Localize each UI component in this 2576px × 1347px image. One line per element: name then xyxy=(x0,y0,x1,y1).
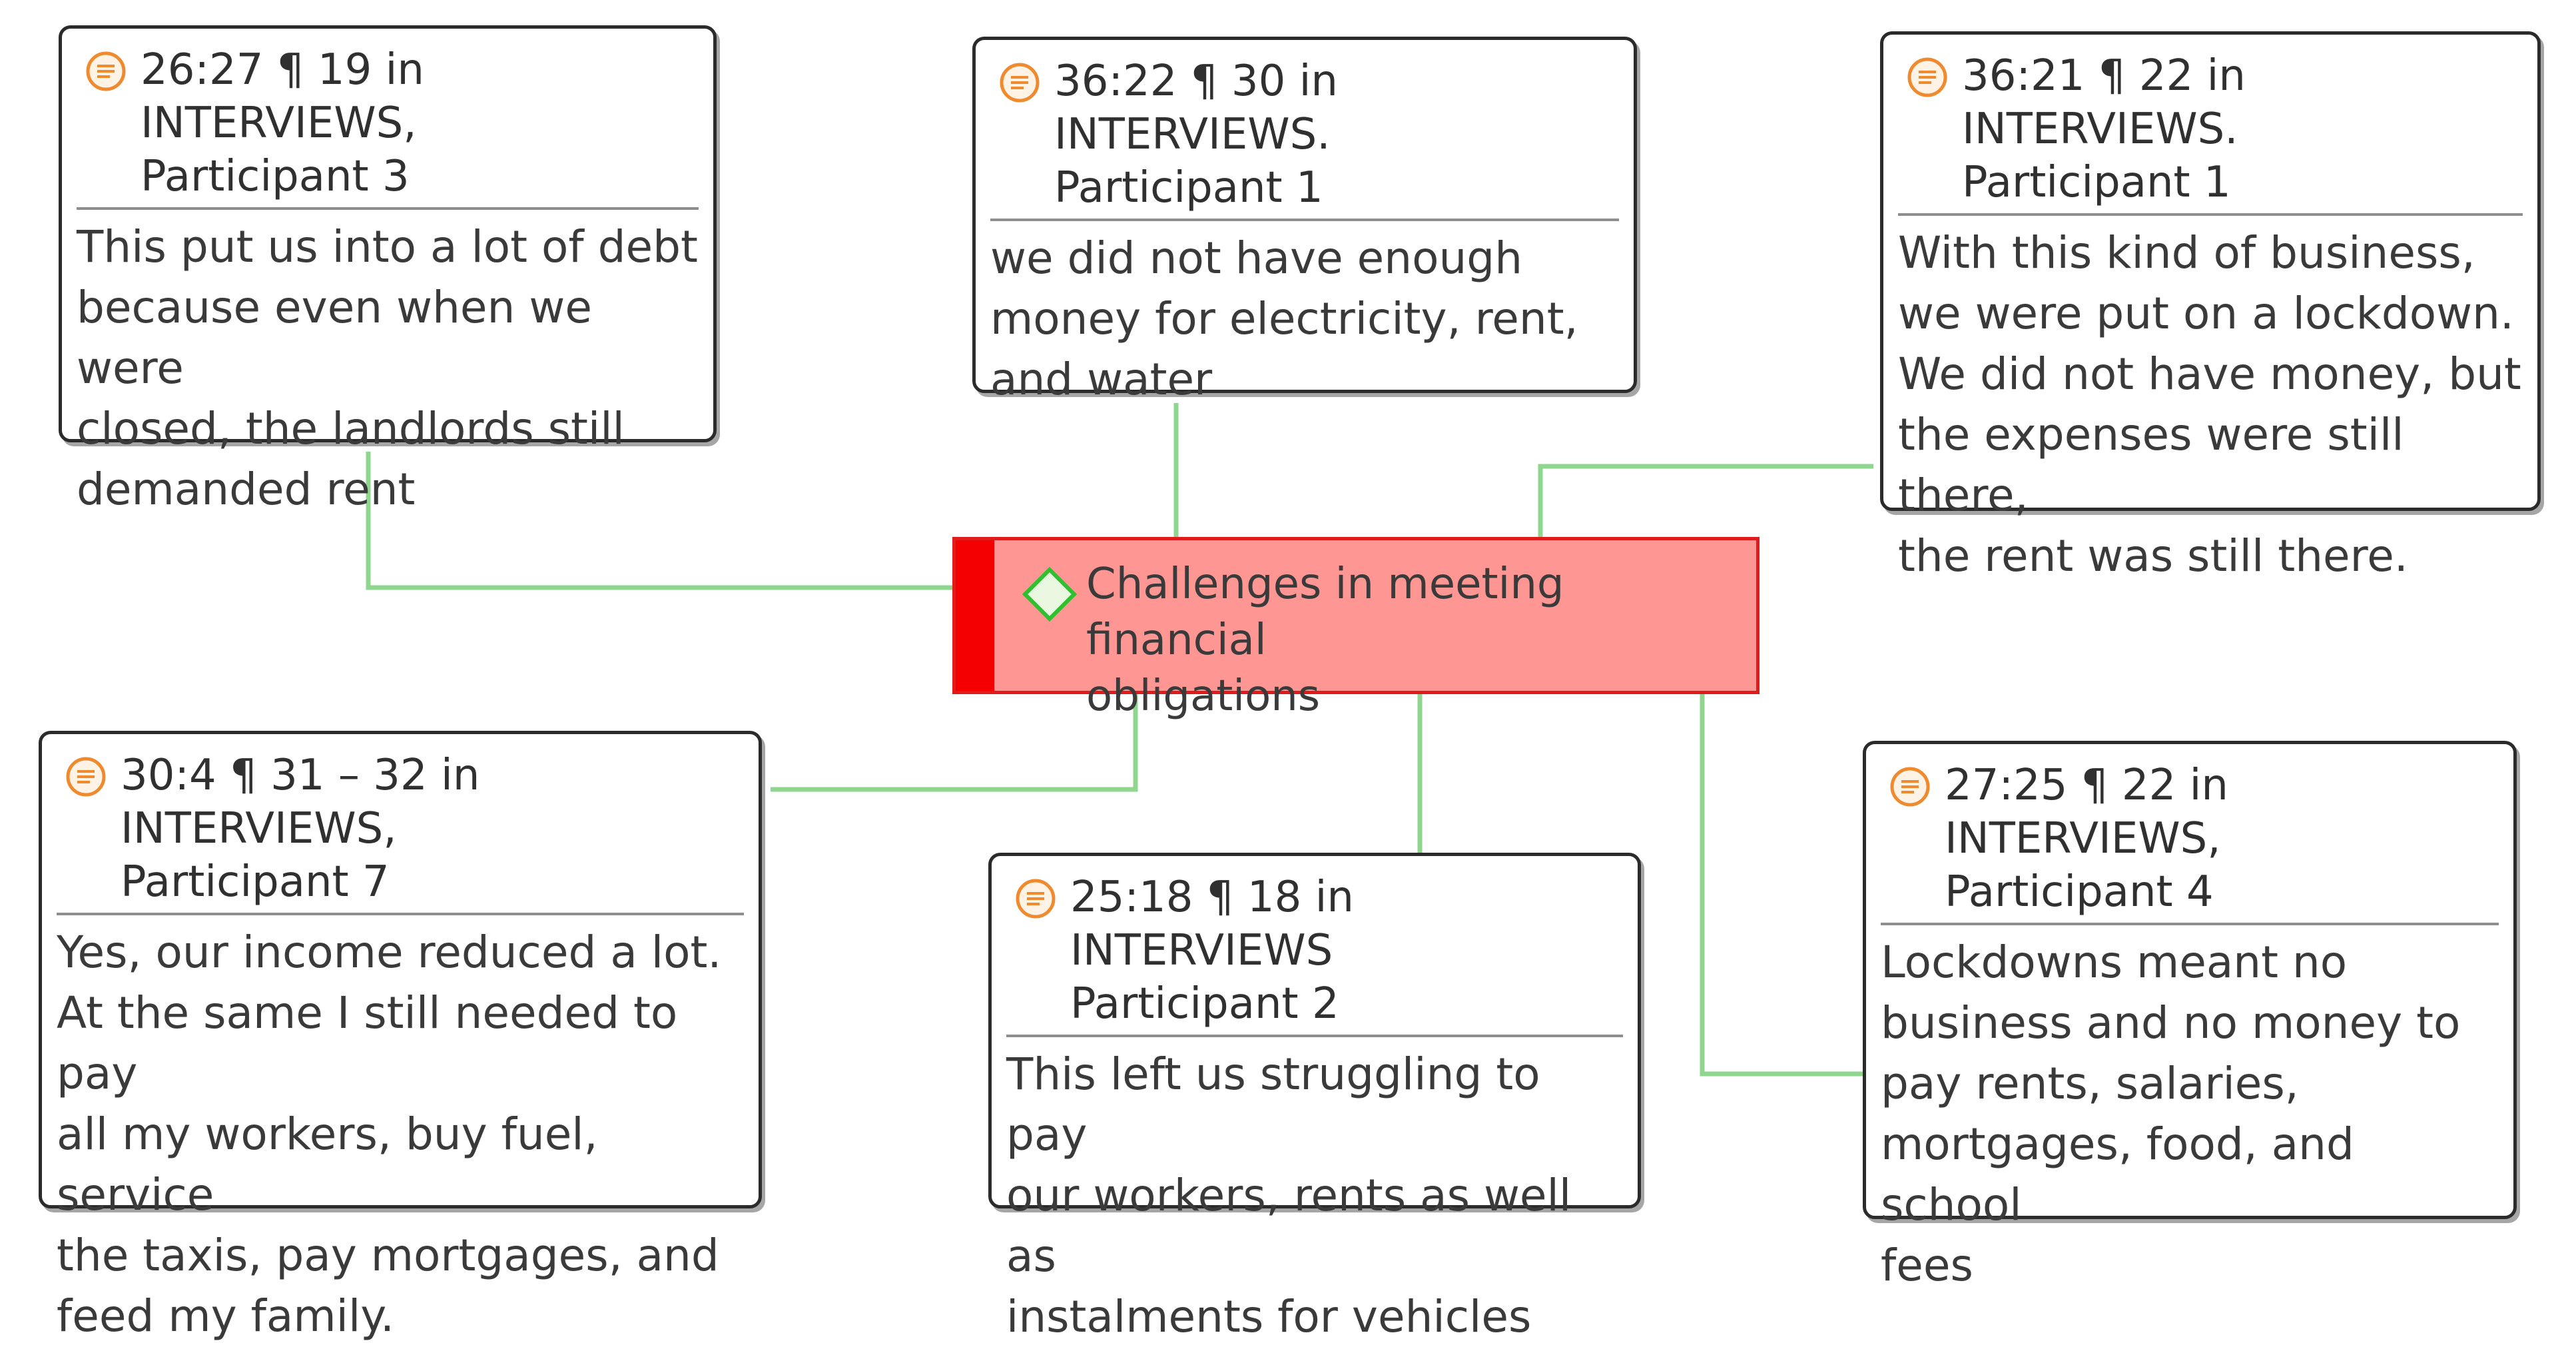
quotation-text: This put us into a lot of debt because e… xyxy=(77,217,699,520)
quotation-icon xyxy=(1016,879,1056,919)
quotation-text: Yes, our income reduced a lot. At the sa… xyxy=(57,922,744,1346)
quotation-id: 36:22 ¶ 30 in INTERVIEWS. xyxy=(1054,57,1338,159)
link-q1 xyxy=(366,452,952,590)
quotation-source: Participant 1 xyxy=(1054,163,1323,213)
quotation-text: This left us struggling to pay our worke… xyxy=(1006,1044,1623,1347)
quotation-icon xyxy=(86,51,126,91)
quotation-title: 36:22 ¶ 30 in INTERVIEWS. Participant 1 xyxy=(1054,55,1619,215)
quotation-source: Participant 1 xyxy=(1962,158,2231,207)
quotation-title: 25:18 ¶ 18 in INTERVIEWS Participant 2 xyxy=(1070,871,1623,1031)
quotation-line: and water xyxy=(990,354,1213,405)
quotation-header: 36:22 ¶ 30 in INTERVIEWS. Participant 1 xyxy=(990,55,1619,221)
quotation-line: Yes, our income reduced a lot. xyxy=(57,927,722,978)
quotation-header: 25:18 ¶ 18 in INTERVIEWS Participant 2 xyxy=(1006,871,1623,1037)
quotation-header: 36:21 ¶ 22 in INTERVIEWS. Participant 1 xyxy=(1898,49,2523,216)
quotation-line: we did not have enough xyxy=(990,232,1523,284)
quotation-icon xyxy=(66,757,106,797)
quotation-title: 26:27 ¶ 19 in INTERVIEWS, Participant 3 xyxy=(141,43,699,203)
link-q3 xyxy=(1538,464,1873,537)
quotation-icon xyxy=(1000,63,1040,103)
quotation-icon xyxy=(1890,767,1930,807)
quotation-id: 36:21 ¶ 22 in INTERVIEWS. xyxy=(1962,51,2246,154)
code-label-line: obligations xyxy=(1086,672,1321,721)
quotation-header: 30:4 ¶ 31 – 32 in INTERVIEWS, Participan… xyxy=(57,749,744,915)
quotation-text: we did not have enough money for electri… xyxy=(990,228,1619,410)
quotation-id: 26:27 ¶ 19 in INTERVIEWS, xyxy=(141,45,424,148)
quotation-text: Lockdowns meant no business and no money… xyxy=(1881,932,2499,1296)
quotation-line: mortgages, food, and school xyxy=(1881,1119,2354,1230)
quotation-line: fees xyxy=(1881,1240,1973,1291)
code-diamond-icon xyxy=(1022,566,1078,622)
quotation-node[interactable]: 26:27 ¶ 19 in INTERVIEWS, Participant 3 … xyxy=(59,25,717,515)
quotation-node[interactable]: 36:21 ¶ 22 in INTERVIEWS. Participant 1 … xyxy=(1880,31,2541,582)
code-color-bar xyxy=(956,540,994,691)
quotation-icon xyxy=(1907,57,1947,97)
quotation-line: instalments for vehicles xyxy=(1006,1291,1532,1342)
quotation-node[interactable]: 25:18 ¶ 18 in INTERVIEWS Participant 2 T… xyxy=(988,853,1641,1342)
quotation-line: At the same I still needed to pay xyxy=(57,987,678,1099)
quotation-source: Participant 2 xyxy=(1070,979,1339,1029)
quotation-line: demanded rent xyxy=(77,464,416,515)
quotation-line: business and no money to xyxy=(1881,997,2461,1049)
quotation-source: Participant 3 xyxy=(141,152,410,201)
quotation-id: 27:25 ¶ 22 in INTERVIEWS, xyxy=(1945,761,2228,863)
quotation-node[interactable]: 27:25 ¶ 22 in INTERVIEWS, Participant 4 … xyxy=(1863,741,2517,1291)
quotation-line: pay rents, salaries, xyxy=(1881,1058,2299,1109)
quotation-line: We did not have money, but xyxy=(1898,348,2521,400)
quotation-line: This left us struggling to pay xyxy=(1006,1049,1540,1160)
quotation-id: 25:18 ¶ 18 in INTERVIEWS xyxy=(1070,873,1354,975)
code-label-line: Challenges in meeting financial xyxy=(1086,560,1564,665)
quotation-line: This put us into a lot of debt xyxy=(77,221,698,272)
quotation-title: 36:21 ¶ 22 in INTERVIEWS. Participant 1 xyxy=(1962,49,2523,209)
quotation-line: closed, the landlords still xyxy=(77,403,625,454)
quotation-line: feed my family. xyxy=(57,1290,394,1342)
quotation-title: 27:25 ¶ 22 in INTERVIEWS, Participant 4 xyxy=(1945,759,2499,919)
quotation-line: the taxis, pay mortgages, and xyxy=(57,1230,719,1281)
quotation-line: the rent was still there. xyxy=(1898,530,2408,582)
link-layer xyxy=(366,403,1873,1077)
quotation-title: 30:4 ¶ 31 – 32 in INTERVIEWS, Participan… xyxy=(121,749,744,909)
quotation-header: 27:25 ¶ 22 in INTERVIEWS, Participant 4 xyxy=(1881,759,2499,925)
quotation-node[interactable]: 30:4 ¶ 31 – 32 in INTERVIEWS, Participan… xyxy=(39,731,762,1342)
quotation-line: all my workers, buy fuel, service xyxy=(57,1109,598,1220)
quotation-line: With this kind of business, xyxy=(1898,227,2475,278)
quotation-line: Lockdowns meant no xyxy=(1881,937,2348,988)
quotation-source: Participant 7 xyxy=(121,857,390,907)
link-q4 xyxy=(771,694,1138,792)
quotation-line: our workers, rents as well as xyxy=(1006,1170,1572,1282)
code-node[interactable]: Challenges in meeting financial obligati… xyxy=(952,537,1760,721)
quotation-source: Participant 4 xyxy=(1945,867,2214,917)
code-label: Challenges in meeting financial obligati… xyxy=(1086,556,1756,724)
link-q6 xyxy=(1700,694,1863,1077)
quotation-line: money for electricity, rent, xyxy=(990,293,1578,344)
quotation-line: we were put on a lockdown. xyxy=(1898,288,2514,339)
quotation-text: With this kind of business, we were put … xyxy=(1898,223,2523,586)
quotation-header: 26:27 ¶ 19 in INTERVIEWS, Participant 3 xyxy=(77,43,699,210)
quotation-id: 30:4 ¶ 31 – 32 in INTERVIEWS, xyxy=(121,751,480,853)
quotation-line: the expenses were still there, xyxy=(1898,409,2404,521)
quotation-line: because even when we were xyxy=(77,282,592,394)
quotation-node[interactable]: 36:22 ¶ 30 in INTERVIEWS. Participant 1 … xyxy=(972,37,1637,405)
